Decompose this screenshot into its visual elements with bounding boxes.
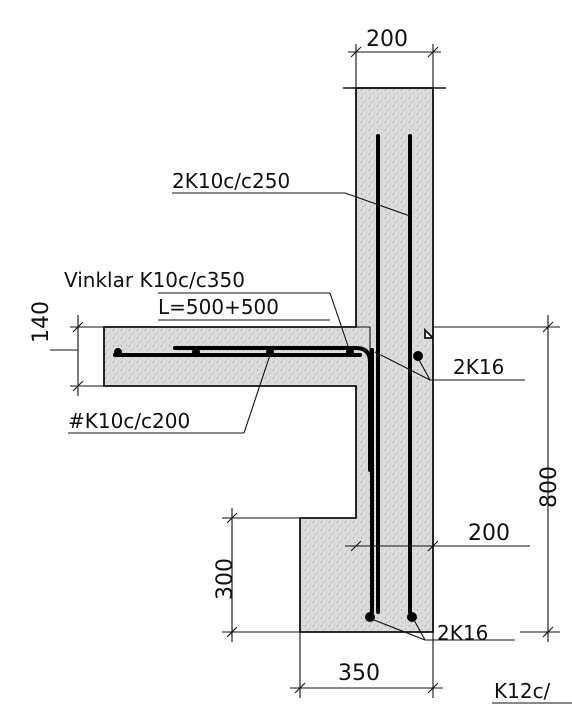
leader-wall-rebar: 2K10c/c250 (172, 169, 411, 217)
slab-bar-dot (346, 348, 354, 356)
dim-footing-height: 300 (213, 508, 300, 642)
slab-bar-dot (266, 348, 274, 356)
label-wall-rebar: 2K10c/c250 (172, 169, 290, 193)
label-top-bars: 2K16 (453, 355, 504, 379)
leader-stirrups: Vinklar K10c/c350 L=500+500 (64, 268, 349, 347)
dim-text: 350 (338, 661, 380, 686)
dim-footing-width: 350 (290, 632, 443, 698)
dim-text: 800 (537, 466, 562, 508)
leader-bottom-bars: 2K16 (373, 619, 515, 645)
bottom-bar-dot (407, 612, 417, 622)
label-cut: K12c/ (492, 679, 572, 704)
label-cut-text: K12c/ (494, 679, 551, 703)
dim-text: 200 (468, 521, 510, 546)
bottom-bar-dot (365, 612, 375, 622)
leader-top-bars: 2K16 (374, 351, 525, 381)
label-stirrups-line1: Vinklar K10c/c350 (64, 268, 245, 292)
slab-bar-dot (192, 348, 200, 356)
dim-text: 300 (213, 558, 238, 600)
dim-wall-width-lower: 200 (345, 521, 530, 552)
label-bottom-bars: 2K16 (437, 621, 488, 645)
leader-slab-rebar: #K10c/c200 (68, 354, 271, 434)
dim-total-height: 800 (433, 315, 562, 642)
dim-text: 200 (366, 27, 408, 52)
dim-slab-thickness: 140 (29, 301, 104, 396)
top-bar-dot (413, 351, 423, 361)
slab-bar-dot (114, 348, 122, 356)
stirrup-bar (173, 346, 372, 472)
label-slab-rebar: #K10c/c200 (68, 409, 190, 433)
dim-text: 140 (29, 301, 54, 343)
dim-wall-width-top: 200 (348, 27, 441, 88)
label-stirrups-line2: L=500+500 (158, 295, 279, 319)
